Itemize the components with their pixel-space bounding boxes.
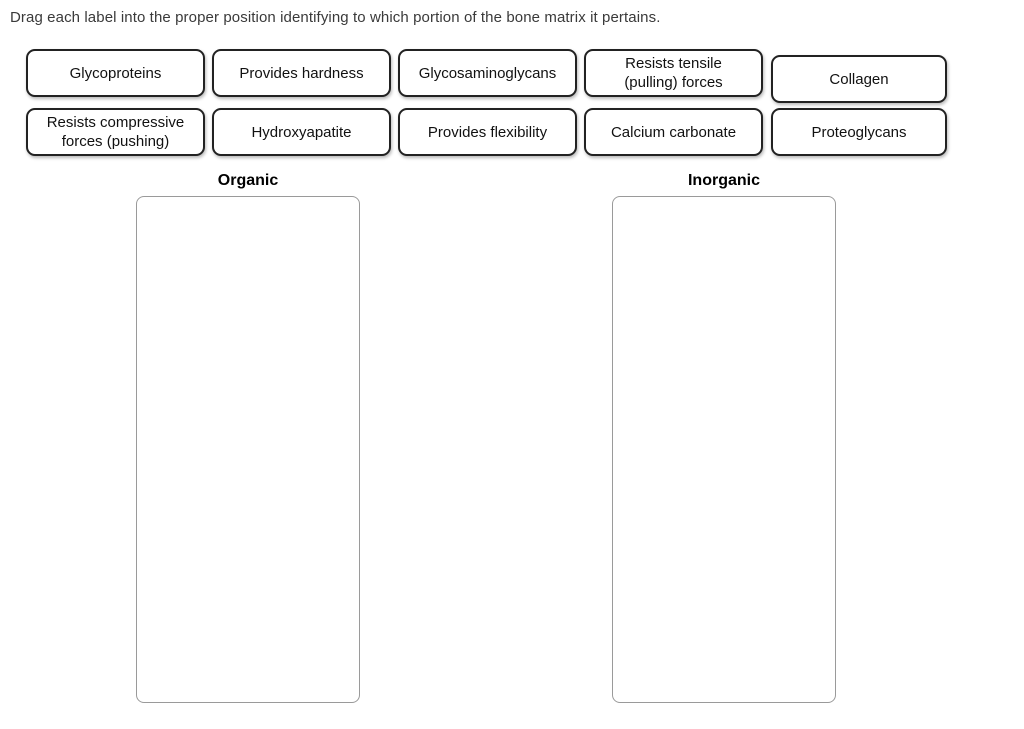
drop-zone-inorganic[interactable] xyxy=(612,196,836,703)
draggable-label-text: Hydroxyapatite xyxy=(251,123,352,141)
draggable-label-text: Collagen xyxy=(829,70,889,88)
draggable-label[interactable]: Hydroxyapatite xyxy=(212,108,391,156)
draggable-label[interactable]: Resists tensile(pulling) forces xyxy=(584,49,763,97)
draggable-label[interactable]: Collagen xyxy=(771,55,947,103)
draggable-label-text: Provides flexibility xyxy=(427,123,548,141)
drop-zone-heading-organic: Organic xyxy=(217,172,279,189)
draggable-label[interactable]: Provides flexibility xyxy=(398,108,577,156)
drop-zone-heading-inorganic: Inorganic xyxy=(687,172,760,189)
draggable-label-text: Proteoglycans xyxy=(811,123,907,141)
draggable-label[interactable]: Calcium carbonate xyxy=(584,108,763,156)
draggable-label[interactable]: Glycoproteins xyxy=(26,49,205,97)
draggable-label[interactable]: Glycosaminoglycans xyxy=(398,49,577,97)
drop-zone-organic[interactable] xyxy=(136,196,360,703)
instruction-text: Drag each label into the proper position… xyxy=(10,9,661,26)
label-bank: Glycoproteins Provides hardness Glycosam… xyxy=(0,0,1024,165)
draggable-label-text: Glycosaminoglycans xyxy=(418,64,557,82)
draggable-label-text: Resists tensile(pulling) forces xyxy=(624,55,723,91)
draggable-label[interactable]: Provides hardness xyxy=(212,49,391,97)
draggable-label[interactable]: Proteoglycans xyxy=(771,108,947,156)
draggable-label-text: Provides hardness xyxy=(239,64,364,82)
draggable-label-text: Glycoproteins xyxy=(69,64,162,82)
draggable-label-text: Calcium carbonate xyxy=(610,123,737,141)
